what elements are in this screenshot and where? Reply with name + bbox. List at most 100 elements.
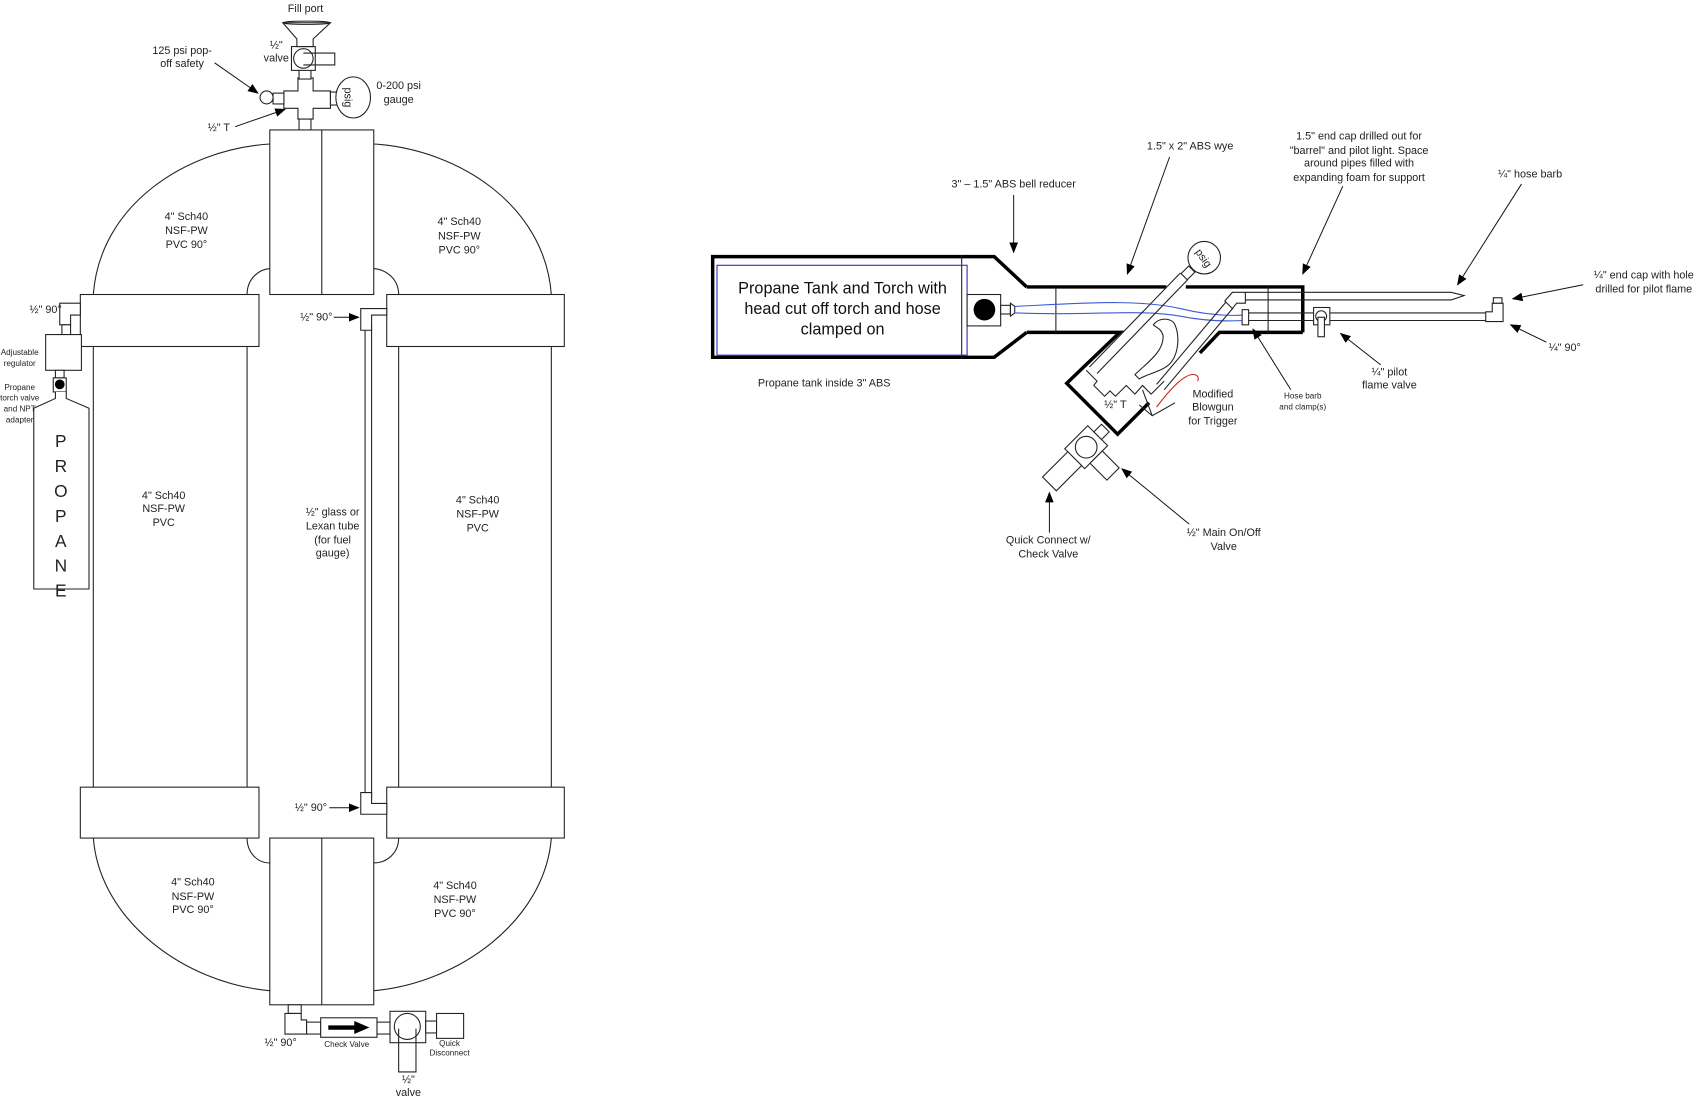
wye-arrow [1126,156,1171,275]
pilot-valve-arrow [1339,332,1382,366]
right-labels: Propane Tank and Torch with head cut off… [738,131,1694,561]
left-labels: Fill port ½" valve 125 psi pop- off safe… [0,3,500,1099]
quick-disconnect [436,1012,465,1039]
end-cap-label: "barrel" and pilot light. Space [1290,145,1429,157]
fill-valve [290,46,316,71]
qd-nipple [425,1020,438,1034]
barrel-top [1026,285,1305,333]
pressure-gauge-icon [335,76,372,119]
pilot-valve-label: flame valve [1362,380,1417,392]
tank-label: clamped on [801,321,885,339]
hose-barb-clamp-label: Hose barb [1284,391,1322,400]
pilot-valve-handle [1317,316,1325,338]
elbow-upper-center-label: ½" 90° [300,311,332,323]
upper-right-elbow [373,143,552,295]
hose [1014,312,1244,322]
quick-disconnect-label: Quick [439,1039,461,1048]
tank-assembly: psig [33,20,565,1006]
lower-right-coupling [386,786,565,839]
quarter-90-label: ¼" 90° [1549,342,1581,354]
fill-valve-label: ½" [270,40,283,52]
propane-letter: E [55,581,67,601]
main-valve-handle [1089,450,1120,481]
upper-left-elbow-label: PVC 90° [166,239,208,251]
sight-tube-label: gauge) [316,548,350,560]
bottom-fittings [284,1004,465,1073]
blowgun-label: Blowgun [1192,401,1233,413]
lower-left-coupling [79,786,260,839]
main-valve-arrow [1121,468,1190,525]
fill-valve-label: valve [264,53,289,65]
fill-valve-ball [293,48,314,69]
check-valve-label: Check Valve [324,1040,369,1049]
trigger-handle [1134,318,1179,380]
gauge-pipe [1089,272,1189,374]
pilot-elbow [1224,291,1246,310]
left-elbow [59,302,81,326]
popoff-arrow [214,62,259,94]
regulator-label: regulator [4,359,36,368]
main-valve-ball [1074,435,1098,459]
valve-nipple-bottom [376,1021,391,1035]
gauge-nipple-r [1180,265,1196,281]
bottom-valve-handle [398,1028,417,1073]
bottom-elbow [284,1012,308,1035]
lower-right-elbow-label: PVC 90° [434,908,476,920]
regulator-nipple [61,324,72,336]
sight-tube-label: ½" glass or [306,506,360,518]
main-valve-label: ½" Main On/Off [1187,527,1262,539]
upper-right-elbow-label: PVC 90° [438,244,480,256]
bottom-valve-ball [393,1012,421,1040]
tee-label: ½" T [208,122,231,134]
gauge-face-label: psig [342,88,354,108]
upper-right-elbow-label: NSF-PW [438,230,481,242]
main-valve-label: Valve [1211,541,1237,553]
upper-center-elbow [360,308,388,331]
lower-right-elbow-label: 4" Sch40 [433,880,477,892]
torch-valve-label: and NPT [4,404,36,413]
upper-left-elbow [92,143,270,295]
sight-tube-label: Lexan tube [306,520,360,532]
half-tee-label: ½" T [1104,399,1127,411]
bottom-elbow-label: ½" 90° [265,1037,297,1049]
hose-barb-pipe [1245,291,1467,301]
chamber-outline [710,254,962,360]
sight-tube [364,326,373,798]
torch-valve-knob [54,379,65,390]
end-cap-label: 1.5" end cap drilled out for [1296,131,1422,143]
pressure-gauge-icon [1187,240,1222,275]
popoff-label: 125 psi pop- [152,45,212,57]
torch-barb [1009,302,1016,318]
sight-tube-label: (for fuel [314,535,351,547]
hose-barb-label: ¼" hose barb [1498,169,1562,181]
propane-letter: N [55,556,68,576]
blowgun-label: for Trigger [1188,415,1238,427]
flow-arrow-icon [328,1021,370,1035]
trigger-lever [1138,389,1176,417]
fill-port-label: Fill port [288,3,323,15]
upper-right-coupling [386,293,565,348]
popoff-label: off safety [160,58,204,70]
torch-knob [973,298,996,321]
lower-right-inner-arc [373,838,400,864]
lower-left-elbow-label: 4" Sch40 [171,877,215,889]
pilot-elbow-90 [1485,302,1504,323]
propane-letter: O [54,481,67,501]
pilot-end-cap [1492,297,1503,304]
quick-connect [1041,451,1083,492]
popoff-safety-icon [259,90,274,105]
torch-nipple-r [1000,304,1011,315]
torch-valve-label: torch valve [0,394,40,403]
lower-left-elbow-label: PVC 90° [172,904,214,916]
left-pipe-label: NSF-PW [142,503,185,515]
end-cap-label: around pipes filled with [1304,158,1414,170]
gauge-label: 0-200 psi [376,80,420,92]
torch-valve-label: Propane [4,383,35,392]
pilot-end-cap-label: drilled for pilot flame [1595,283,1692,295]
adjustable-regulator [45,334,82,371]
bottom-nipple [287,1004,302,1015]
torch-valve-label: adapter [6,415,34,424]
fill-funnel-icon [281,22,332,48]
left-elbow-label: ½" 90° [30,304,62,316]
